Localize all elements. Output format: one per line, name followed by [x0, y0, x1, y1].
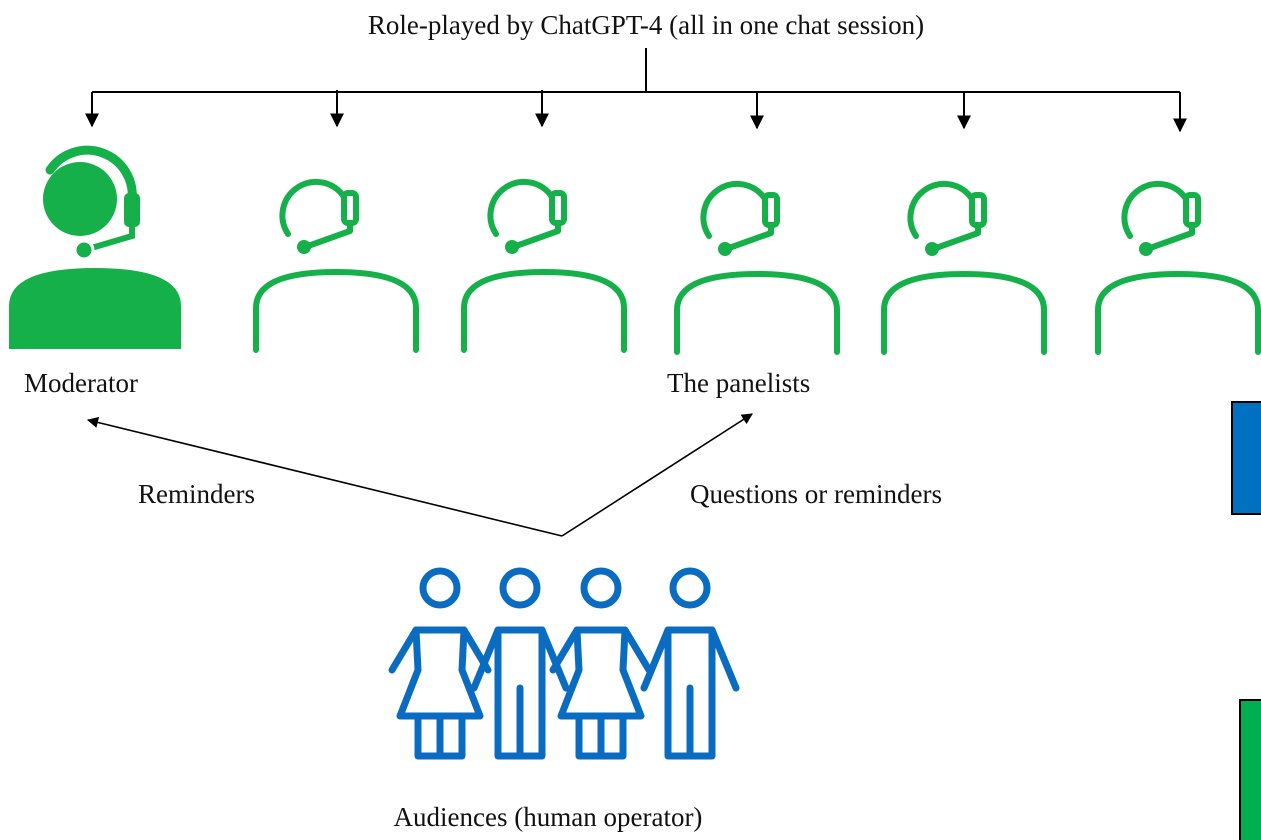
moderator-icon	[9, 150, 181, 349]
questions-label: Questions or reminders	[690, 479, 942, 509]
legend-blue-swatch	[1231, 401, 1261, 515]
reminders-label: Reminders	[138, 479, 255, 509]
audience-woman-icon	[553, 571, 649, 756]
audience-man-icon	[644, 571, 736, 756]
panelist-icon	[464, 182, 624, 350]
audience-man-icon	[474, 571, 566, 756]
audience-woman-icon	[392, 571, 488, 756]
panelist-icon	[256, 182, 416, 350]
distribution-lines	[92, 48, 1180, 93]
panelists-label: The panelists	[667, 368, 810, 398]
moderator-label: Moderator	[24, 368, 138, 398]
panelist-icon	[677, 184, 837, 352]
audience-group-icon	[392, 571, 736, 756]
legend-green-swatch	[1239, 699, 1261, 840]
panelist-icon	[1098, 184, 1258, 352]
diagram-title: Role-played by ChatGPT-4 (all in one cha…	[368, 10, 924, 40]
panelist-icon	[884, 184, 1044, 352]
feedback-arrows	[86, 413, 753, 537]
branch-arrows	[85, 90, 1187, 133]
audiences-label: Audiences (human operator)	[394, 802, 703, 832]
